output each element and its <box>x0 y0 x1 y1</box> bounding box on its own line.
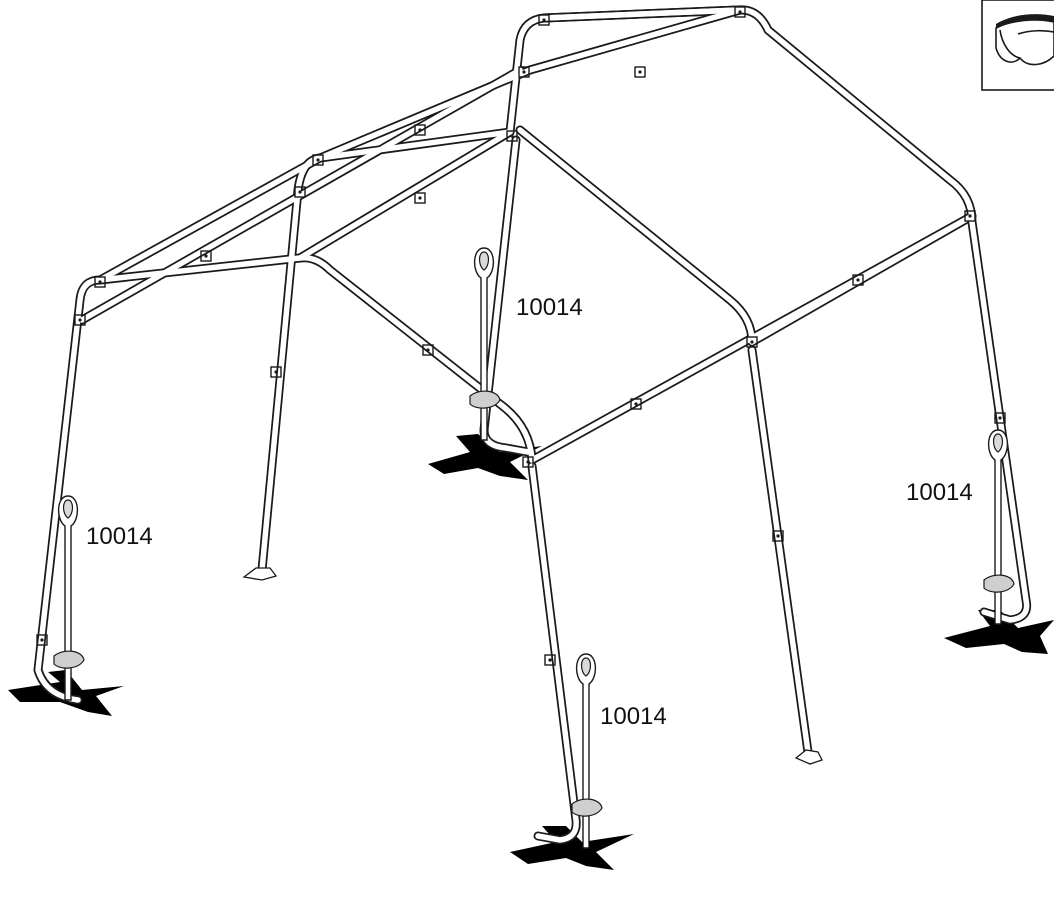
connector-bolt <box>78 318 82 322</box>
frame-tube <box>749 347 811 755</box>
shelter-frame <box>33 5 1032 845</box>
frame-connector <box>74 314 86 326</box>
frame-connector <box>630 398 642 410</box>
ground-cross-icon <box>944 610 1054 654</box>
connector-bolt <box>510 134 514 138</box>
anchor-shaft <box>473 247 495 441</box>
frame-connector <box>734 6 746 18</box>
part-label: 10014 <box>516 294 583 321</box>
connector-bolt <box>968 214 972 218</box>
anchor-helix <box>53 650 85 669</box>
ground-cross-icon <box>428 434 542 480</box>
connector-bolt <box>638 70 642 74</box>
frame-tube <box>529 463 579 843</box>
part-labels: 10014 10014 10014 10014 <box>86 294 973 730</box>
connector-bolt <box>426 348 430 352</box>
connector-bolt <box>776 534 780 538</box>
frame-connector <box>518 66 530 78</box>
connector-bolt <box>738 10 742 14</box>
connector-bolt <box>98 280 102 284</box>
part-label: 10014 <box>86 523 153 550</box>
frame-connector <box>994 412 1006 424</box>
frame-tube <box>541 7 743 21</box>
connector-bolt <box>526 460 530 464</box>
anchors <box>53 247 1015 849</box>
connector-bolt <box>998 416 1002 420</box>
frame-tube <box>507 7 975 225</box>
safety-glasses-badge <box>981 0 1054 91</box>
frame-connector <box>772 530 784 542</box>
foot-plates <box>242 567 823 765</box>
safety-box <box>981 0 1054 91</box>
frame-connector <box>414 192 426 204</box>
frame-connector <box>36 634 48 646</box>
frame-connector <box>294 186 306 198</box>
frame-connector <box>312 154 324 166</box>
anchor-shaft <box>575 653 597 849</box>
frame-connector <box>746 336 758 348</box>
ground-markers <box>8 434 1054 870</box>
auger-anchor-icon <box>571 653 603 849</box>
anchor-helix <box>571 798 603 817</box>
frame-connector <box>200 250 212 262</box>
frame-connector <box>634 66 646 78</box>
auger-anchor-icon <box>469 247 501 441</box>
frame-connector <box>422 344 434 356</box>
frame-connector <box>538 14 550 26</box>
frame-tube-outline <box>505 5 977 227</box>
frame-connector <box>414 124 426 136</box>
connector-bolt <box>316 158 320 162</box>
part-label: 10014 <box>600 703 667 730</box>
anchor-helix <box>983 574 1015 593</box>
frame-connector <box>94 276 106 288</box>
connector-bolt <box>548 658 552 662</box>
connector-bolt <box>522 70 526 74</box>
connector-bolt <box>418 196 422 200</box>
frame-tube <box>79 67 523 323</box>
anchor-eye <box>478 251 490 271</box>
anchor-eye <box>62 499 74 519</box>
frame-tube <box>527 7 743 73</box>
connector-bolt <box>274 370 278 374</box>
frame-connector <box>506 130 518 142</box>
auger-anchor-icon <box>983 429 1015 625</box>
anchor-shaft <box>57 495 79 701</box>
ground-cross-icon <box>510 826 634 870</box>
part-label: 10014 <box>906 479 973 506</box>
frame-connector <box>522 456 534 468</box>
connector-bolt <box>542 18 546 22</box>
anchor-helix <box>469 390 501 409</box>
connector-bolt <box>298 190 302 194</box>
frame-tube <box>97 155 323 283</box>
connector-bolt <box>418 128 422 132</box>
connector-bolt <box>40 638 44 642</box>
connector-bolt <box>856 278 860 282</box>
frame-connector <box>544 654 556 666</box>
frame-connector <box>852 274 864 286</box>
foot-plate <box>242 567 278 581</box>
foot-plate <box>794 749 823 765</box>
anchor-eye <box>580 657 592 677</box>
anchor-shaft <box>987 429 1009 625</box>
connector-bolt <box>750 340 754 344</box>
auger-anchor-icon <box>53 495 85 701</box>
frame-connector <box>270 366 282 378</box>
frame-tube <box>969 219 1030 623</box>
anchor-eye <box>992 433 1004 453</box>
frame-tube <box>749 213 975 345</box>
connector-bolt <box>634 402 638 406</box>
connector-bolt <box>204 254 208 258</box>
frame-connector <box>964 210 976 222</box>
safety-glasses-icon <box>995 14 1054 66</box>
frame-tube <box>297 129 513 261</box>
